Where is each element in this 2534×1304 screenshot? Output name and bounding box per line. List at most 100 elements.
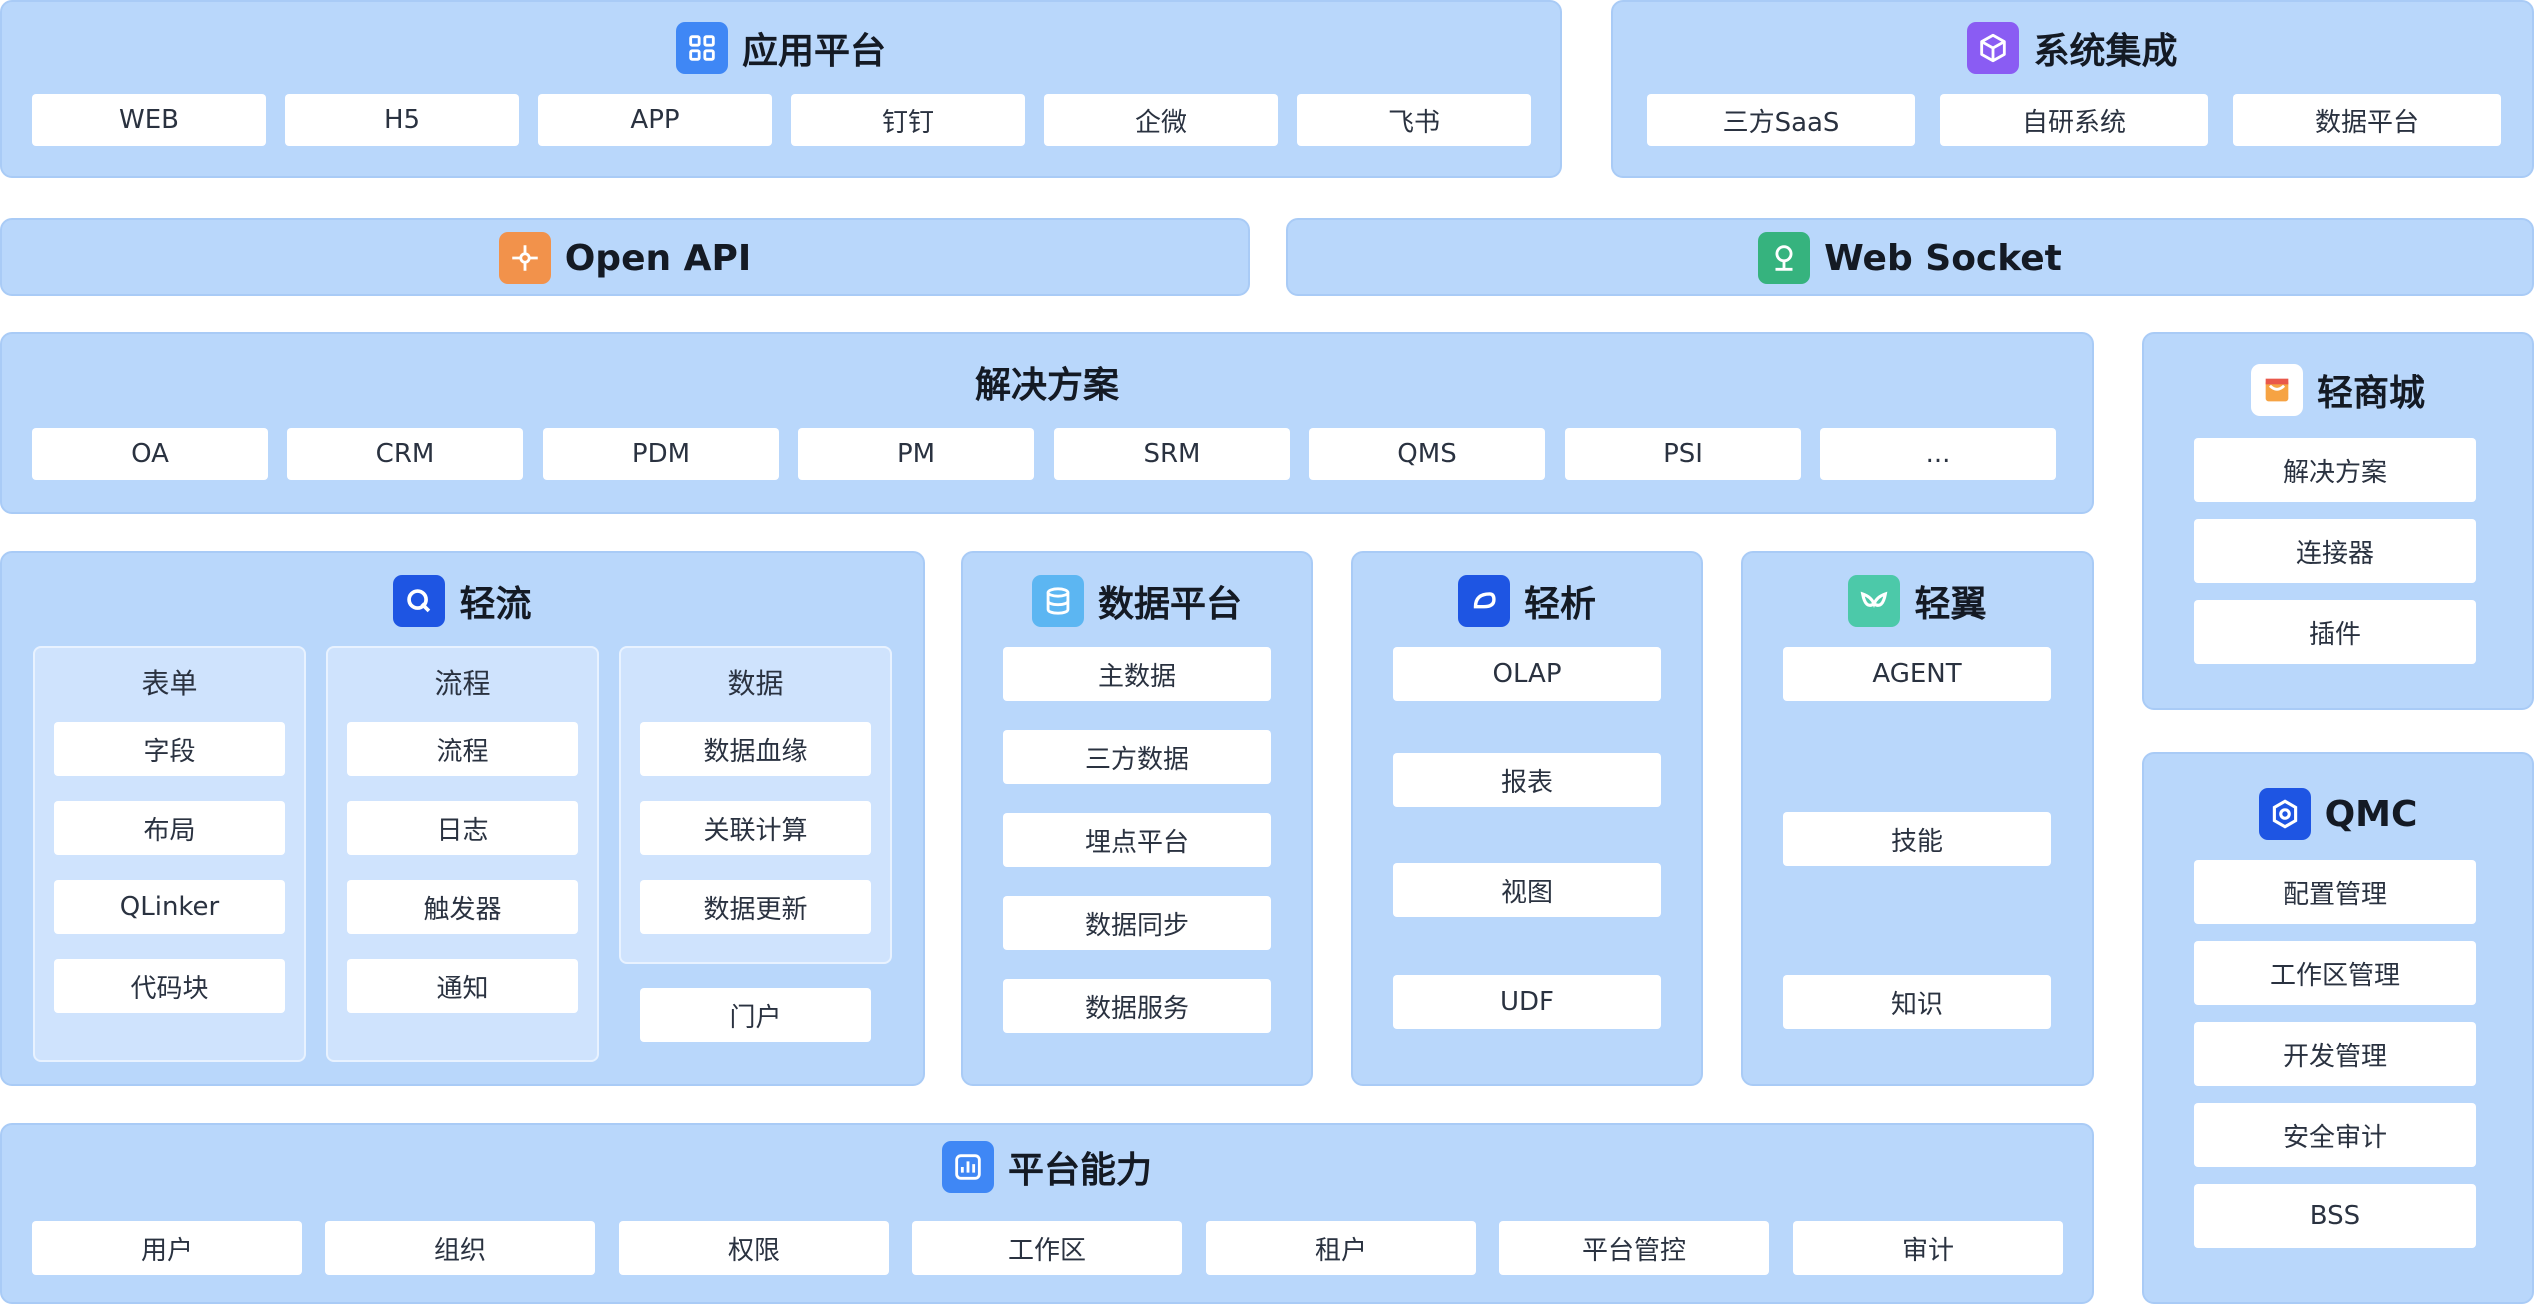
qingxi-item[interactable]: UDF <box>1393 975 1661 1029</box>
system-integration-panel: 系统集成 三方SaaS 自研系统 数据平台 <box>1611 0 2534 178</box>
form-group: 表单 字段 布局 QLinker 代码块 <box>33 646 306 1062</box>
system-integration-item[interactable]: 数据平台 <box>2233 94 2501 146</box>
qingyi-title: 轻翼 <box>1914 584 1987 625</box>
qmc-item[interactable]: 安全审计 <box>2194 1103 2476 1167</box>
form-item[interactable]: QLinker <box>54 880 285 934</box>
qmc-item[interactable]: 工作区管理 <box>2194 941 2476 1005</box>
process-group: 流程 流程 日志 触发器 通知 <box>326 646 599 1062</box>
cube-icon <box>1967 22 2020 74</box>
qmc-item[interactable]: 配置管理 <box>2194 860 2476 924</box>
qingyi-item[interactable]: 技能 <box>1783 812 2051 866</box>
qingyi-header: 轻翼 <box>1743 573 2092 629</box>
qmc-item[interactable]: BSS <box>2194 1184 2476 1248</box>
data-platform-item[interactable]: 数据服务 <box>1003 979 1271 1033</box>
open-api-title: Open API <box>564 237 752 279</box>
system-integration-title: 系统集成 <box>2033 31 2178 72</box>
solution-item[interactable]: ... <box>1820 428 2056 480</box>
solution-item[interactable]: OA <box>32 428 268 480</box>
solution-item[interactable]: CRM <box>287 428 523 480</box>
capability-item[interactable]: 审计 <box>1793 1221 2063 1275</box>
light-mall-header: 轻商城 <box>2144 362 2532 418</box>
qingxi-item[interactable]: 报表 <box>1393 753 1661 807</box>
platform-capability-panel: 平台能力 用户 组织 权限 工作区 租户 平台管控 审计 <box>0 1123 2094 1304</box>
platform-capability-title: 平台能力 <box>1007 1150 1152 1191</box>
solutions-header: 解决方案 <box>2 354 2092 410</box>
qingliu-header: 轻流 <box>2 573 923 629</box>
app-platform-header: 应用平台 <box>2 20 1560 76</box>
data-platform-item[interactable]: 数据同步 <box>1003 896 1271 950</box>
process-item[interactable]: 触发器 <box>347 880 578 934</box>
web-socket-header: Web Socket <box>1288 230 2532 286</box>
app-platform-item[interactable]: 钉钉 <box>791 94 1025 146</box>
platform-capability-header: 平台能力 <box>2 1139 2092 1195</box>
solutions-title: 解决方案 <box>974 365 1119 406</box>
app-platform-item[interactable]: 飞书 <box>1297 94 1531 146</box>
solution-item[interactable]: PM <box>798 428 1034 480</box>
qingyi-item[interactable]: AGENT <box>1783 647 2051 701</box>
data-group-title: 数据 <box>727 667 784 700</box>
grid-icon <box>675 22 728 74</box>
light-mall-item[interactable]: 连接器 <box>2194 519 2476 583</box>
solution-item[interactable]: SRM <box>1054 428 1290 480</box>
app-platform-item[interactable]: H5 <box>285 94 519 146</box>
process-item[interactable]: 日志 <box>347 801 578 855</box>
qingxi-panel: 轻析 OLAP 报表 视图 UDF <box>1351 551 1703 1086</box>
qmc-header: QMC <box>2144 786 2532 842</box>
app-platform-panel: 应用平台 WEB H5 APP 钉钉 企微 飞书 <box>0 0 1562 178</box>
web-socket-panel[interactable]: Web Socket <box>1286 218 2534 296</box>
portal-item[interactable]: 门户 <box>640 988 871 1042</box>
form-item[interactable]: 布局 <box>54 801 285 855</box>
qmc-title: QMC <box>2324 793 2418 835</box>
open-api-panel[interactable]: Open API <box>0 218 1250 296</box>
process-item[interactable]: 通知 <box>347 959 578 1013</box>
database-icon <box>1031 575 1084 627</box>
system-integration-item[interactable]: 三方SaaS <box>1647 94 1915 146</box>
form-group-title: 表单 <box>141 667 198 700</box>
qingxi-header: 轻析 <box>1353 573 1701 629</box>
data-platform-item[interactable]: 三方数据 <box>1003 730 1271 784</box>
app-platform-item[interactable]: 企微 <box>1044 94 1278 146</box>
light-mall-item[interactable]: 插件 <box>2194 600 2476 664</box>
data-platform-item[interactable]: 埋点平台 <box>1003 813 1271 867</box>
app-platform-title: 应用平台 <box>741 31 886 72</box>
web-socket-title: Web Socket <box>1824 237 2062 279</box>
form-item[interactable]: 字段 <box>54 722 285 776</box>
qingxi-item[interactable]: 视图 <box>1393 863 1661 917</box>
qingxi-title: 轻析 <box>1523 584 1596 625</box>
qmc-icon <box>2258 788 2311 840</box>
data-platform-item[interactable]: 主数据 <box>1003 647 1271 701</box>
api-icon <box>498 232 551 284</box>
system-integration-item[interactable]: 自研系统 <box>1940 94 2208 146</box>
data-platform-title: 数据平台 <box>1097 584 1242 625</box>
shop-icon <box>2250 364 2303 416</box>
qmc-item[interactable]: 开发管理 <box>2194 1022 2476 1086</box>
app-platform-item[interactable]: APP <box>538 94 772 146</box>
q-logo-icon <box>393 575 446 627</box>
solution-item[interactable]: QMS <box>1309 428 1545 480</box>
solution-item[interactable]: PDM <box>543 428 779 480</box>
data-platform-header: 数据平台 <box>963 573 1311 629</box>
capability-item[interactable]: 平台管控 <box>1499 1221 1769 1275</box>
data-item[interactable]: 数据更新 <box>640 880 871 934</box>
app-platform-item[interactable]: WEB <box>32 94 266 146</box>
capability-item[interactable]: 用户 <box>32 1221 302 1275</box>
capability-item[interactable]: 权限 <box>619 1221 889 1275</box>
capability-item[interactable]: 组织 <box>325 1221 595 1275</box>
qmc-panel: QMC 配置管理 工作区管理 开发管理 安全审计 BSS <box>2142 752 2534 1304</box>
qingyi-item[interactable]: 知识 <box>1783 975 2051 1029</box>
data-item[interactable]: 关联计算 <box>640 801 871 855</box>
data-item[interactable]: 数据血缘 <box>640 722 871 776</box>
capability-item[interactable]: 工作区 <box>912 1221 1182 1275</box>
solution-item[interactable]: PSI <box>1565 428 1801 480</box>
process-item[interactable]: 流程 <box>347 722 578 776</box>
open-api-header: Open API <box>2 230 1248 286</box>
form-item[interactable]: 代码块 <box>54 959 285 1013</box>
qingxi-item[interactable]: OLAP <box>1393 647 1661 701</box>
network-icon <box>1758 232 1811 284</box>
capability-item[interactable]: 租户 <box>1206 1221 1476 1275</box>
data-group: 数据 数据血缘 关联计算 数据更新 <box>619 646 892 964</box>
qingliu-panel: 轻流 表单 字段 布局 QLinker 代码块 流程 流程 日志 触发器 通知 … <box>0 551 925 1086</box>
light-mall-item[interactable]: 解决方案 <box>2194 438 2476 502</box>
dashboard-icon <box>941 1141 994 1193</box>
solutions-panel: 解决方案 OA CRM PDM PM SRM QMS PSI ... <box>0 332 2094 514</box>
